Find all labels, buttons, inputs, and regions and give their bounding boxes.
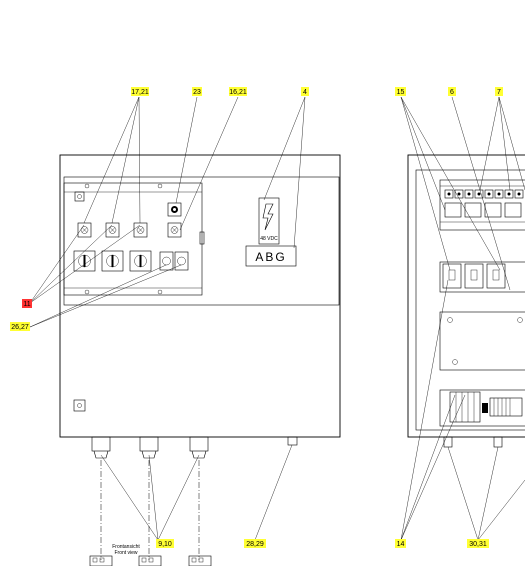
interior-enclosure: [407, 154, 525, 448]
svg-text:23: 23: [193, 89, 201, 96]
svg-text:6: 6: [450, 89, 454, 96]
callout-11: 11: [22, 299, 32, 308]
terminal-block-lower: [439, 389, 525, 427]
front-enclosure: 48 VDC ABG: [59, 154, 341, 566]
connector-plugs: [89, 555, 212, 566]
svg-text:30,31: 30,31: [469, 541, 487, 548]
callout-26-27: 26,27: [10, 322, 30, 331]
svg-text:11: 11: [23, 301, 30, 308]
cable-glands: [91, 436, 298, 459]
voltage-label: 48 VDC: [260, 236, 278, 242]
enclosure-body: [59, 154, 341, 438]
name-plate-text: ABG: [255, 250, 286, 264]
callout-16-21: 16,21: [229, 87, 247, 96]
front-view-caption-en: Front view: [114, 550, 137, 556]
door-lock-lower: [73, 399, 86, 412]
control-subpanel: [63, 182, 203, 296]
name-plate: [245, 245, 297, 267]
hinge: [199, 231, 205, 245]
svg-text:7: 7: [497, 89, 501, 96]
svg-text:26,27: 26,27: [11, 324, 29, 331]
svg-text:17,21: 17,21: [131, 89, 149, 96]
leader-lines: [29, 96, 525, 541]
mounting-plate: [439, 311, 525, 371]
relay-row: [439, 261, 525, 293]
svg-text:4: 4: [303, 89, 307, 96]
svg-text:15: 15: [397, 89, 405, 96]
callout-14: 14: [395, 539, 406, 548]
door-lock-upper: [74, 191, 85, 202]
callout-6: 6: [448, 87, 456, 96]
svg-text:14: 14: [397, 541, 405, 548]
warning-sign: 48 VDC: [258, 197, 280, 245]
interior-body: [407, 154, 525, 438]
callout-23: 23: [192, 87, 202, 96]
selector-switch-row: [73, 250, 189, 272]
callout-28-29: 28,29: [244, 539, 266, 548]
callout-4: 4: [301, 87, 309, 96]
svg-text:28,29: 28,29: [246, 541, 264, 548]
terminal-row-upper: [444, 189, 524, 218]
callout-30-31: 30,31: [467, 539, 489, 548]
indicator-row: [77, 202, 182, 238]
svg-text:9,10: 9,10: [158, 541, 172, 548]
callout-7: 7: [495, 87, 503, 96]
callout-17-21: 17,21: [131, 87, 149, 96]
svg-text:16,21: 16,21: [229, 89, 247, 96]
callout-9-10: 9,10: [156, 539, 174, 548]
front-view-caption-de: Frontansicht: [112, 544, 140, 550]
callouts: 17,21 23 16,21 4 15 6 7 11: [10, 87, 503, 548]
callout-15: 15: [395, 87, 406, 96]
